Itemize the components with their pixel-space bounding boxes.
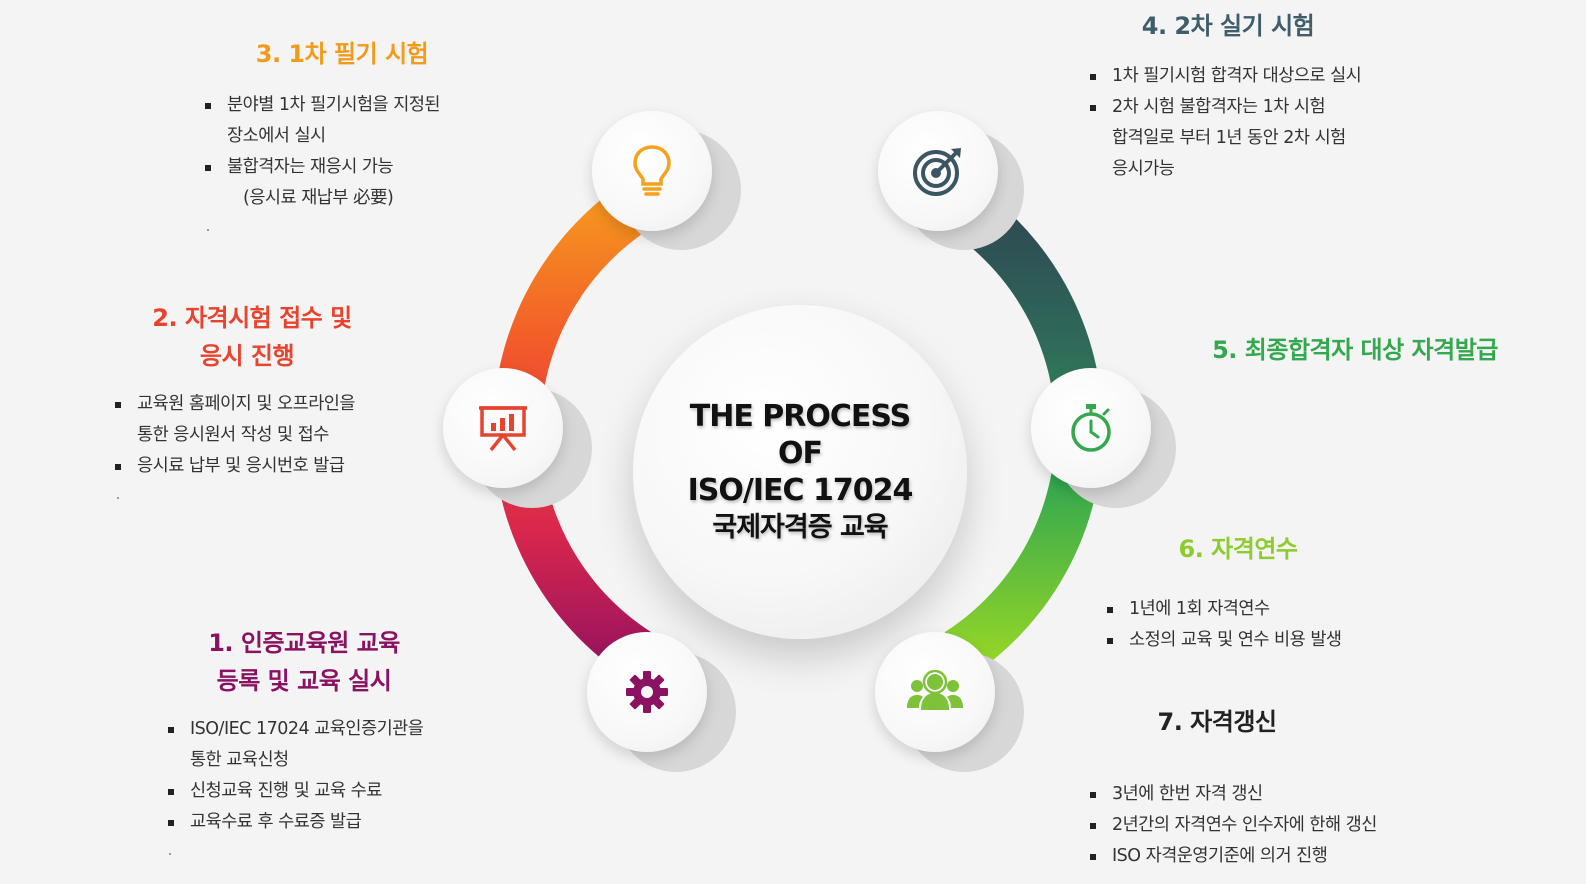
step3-title: 3. 1차 필기 시험 bbox=[242, 35, 442, 73]
list-item: 소정의 교육 및 연수 비용 발생 bbox=[1107, 625, 1342, 656]
step4-title: 4. 2차 실기 시험 bbox=[1122, 7, 1334, 45]
step7-list: 3년에 한번 자격 갱신 2년간의 자격연수 인수자에 한해 갱신 ISO 자격… bbox=[1090, 779, 1377, 872]
stopwatch-icon bbox=[1071, 404, 1111, 452]
list-item: 2차 시험 불합격자는 1차 시험 bbox=[1090, 92, 1361, 123]
step5-title: 5. 최종합격자 대상 자격발급 bbox=[1186, 331, 1524, 369]
list-item: 3년에 한번 자격 갱신 bbox=[1090, 779, 1377, 810]
step1-title: 1. 인증교육원 교육 등록 및 교육 실시 bbox=[184, 624, 424, 700]
node-step5 bbox=[1031, 368, 1151, 488]
center-title-line2: OF bbox=[778, 436, 823, 471]
step1-title-line: 1. 인증교육원 교육 bbox=[208, 629, 400, 657]
right-arc bbox=[945, 166, 1103, 692]
stray-dot bbox=[117, 497, 119, 499]
stray-dot bbox=[169, 853, 171, 855]
target-icon bbox=[913, 148, 961, 196]
list-item: 2년간의 자격연수 인수자에 한해 갱신 bbox=[1090, 810, 1377, 841]
gear-icon bbox=[626, 671, 668, 713]
list-item: 교육원 홈페이지 및 오프라인을 bbox=[115, 389, 356, 420]
list-item: ISO/IEC 17024 교육인증기관을 bbox=[168, 714, 424, 745]
presentation-chart-icon bbox=[479, 406, 527, 452]
center-circle: THE PROCESS OF ISO/IEC 17024 국제자격증 교육 bbox=[633, 305, 967, 639]
center-title-line1: THE PROCESS bbox=[689, 399, 911, 434]
step3-title-line: 3. 1차 필기 시험 bbox=[255, 40, 429, 68]
list-item-continuation: (응시료 재납부 必要) bbox=[243, 188, 394, 208]
node-step1 bbox=[587, 632, 707, 752]
node-step4 bbox=[878, 111, 998, 231]
step6-title: 6. 자격연수 bbox=[1160, 530, 1316, 568]
step7-title: 7. 자격갱신 bbox=[1140, 703, 1294, 741]
step1-list: ISO/IEC 17024 교육인증기관을 통한 교육신청 신청교육 진행 및 … bbox=[168, 714, 424, 838]
step7-title-line: 7. 자격갱신 bbox=[1157, 708, 1278, 736]
center-title-line4: 국제자격증 교육 bbox=[712, 512, 888, 543]
list-item-continuation: 응시가능 bbox=[1112, 159, 1175, 179]
step6-list: 1년에 1회 자격연수 소정의 교육 및 연수 비용 발생 bbox=[1107, 594, 1342, 656]
node-step2 bbox=[443, 368, 563, 488]
lightbulb-icon bbox=[633, 145, 671, 196]
step3-list: 분야별 1차 필기시험을 지정된 장소에서 실시 불합격자는 재응시 가능 (응… bbox=[205, 90, 441, 214]
list-item: 응시료 납부 및 응시번호 발급 bbox=[115, 451, 355, 482]
list-item-continuation: 통한 응시원서 작성 및 접수 bbox=[137, 425, 329, 445]
people-group-icon bbox=[907, 670, 963, 710]
step4-title-line: 4. 2차 실기 시험 bbox=[1141, 12, 1315, 40]
step1-title-line: 등록 및 교육 실시 bbox=[216, 667, 392, 695]
center-title-line3: ISO/IEC 17024 bbox=[687, 473, 914, 508]
list-item-continuation: 통한 교육신청 bbox=[190, 750, 289, 770]
node-step6 bbox=[875, 632, 995, 752]
left-arc bbox=[493, 166, 651, 692]
list-item: 분야별 1차 필기시험을 지정된 bbox=[205, 90, 441, 121]
step2-title-line: 2. 자격시험 접수 및 bbox=[152, 304, 352, 332]
step2-list: 교육원 홈페이지 및 오프라인을 통한 응시원서 작성 및 접수 응시료 납부 … bbox=[115, 389, 356, 482]
list-item: 1년에 1회 자격연수 bbox=[1107, 594, 1342, 625]
list-item: 불합격자는 재응시 가능 bbox=[205, 152, 440, 183]
list-item: ISO 자격운영기준에 의거 진행 bbox=[1090, 841, 1377, 872]
list-item: 1차 필기시험 합격자 대상으로 실시 bbox=[1090, 61, 1362, 92]
list-item: 신청교육 진행 및 교육 수료 bbox=[168, 776, 423, 807]
step4-list: 1차 필기시험 합격자 대상으로 실시 2차 시험 불합격자는 1차 시험 합격… bbox=[1090, 61, 1362, 185]
list-item-continuation: 합격일로 부터 1년 동안 2차 시험 bbox=[1112, 128, 1346, 148]
step2-title: 2. 자격시험 접수 및 응시 진행 bbox=[120, 299, 384, 375]
step5-title-line: 5. 최종합격자 대상 자격발급 bbox=[1212, 336, 1498, 364]
stray-dot bbox=[207, 229, 209, 231]
node-step3 bbox=[592, 111, 712, 231]
list-item-continuation: 장소에서 실시 bbox=[227, 126, 326, 146]
step2-title-line: 응시 진행 bbox=[199, 342, 295, 370]
list-item: 교육수료 후 수료증 발급 bbox=[168, 807, 423, 838]
step6-title-line: 6. 자격연수 bbox=[1178, 535, 1299, 563]
